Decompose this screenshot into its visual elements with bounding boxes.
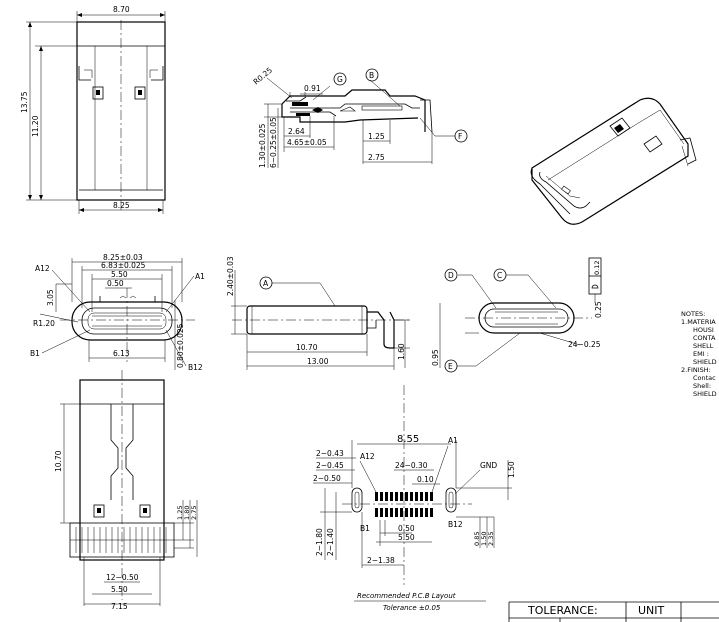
top-view: 8.70 8.25 13.75 11.20 <box>20 5 166 214</box>
dim-pcb-2-180: 2−1.80 <box>315 528 324 556</box>
dim-pcb-235: 2.35 <box>487 532 495 546</box>
callout-f: F <box>458 132 462 141</box>
dim-bottom-180: 1.80 <box>183 506 191 520</box>
dim-pcb-24-030: 24−0.30 <box>395 461 428 470</box>
isometric-view <box>530 97 697 225</box>
notes-line: SHIELD <box>693 390 717 398</box>
callout-a: A <box>263 279 269 288</box>
side-section-view: R0.25 0.91 G B F 1.30±0.025 6−0.25±0.05 … <box>252 65 468 168</box>
label-a1: A1 <box>195 272 205 281</box>
dim-pcb-550: 5.50 <box>398 533 415 542</box>
dim-side2-160: 1.60 <box>397 343 406 360</box>
dim-front-613: 6.13 <box>113 349 130 358</box>
callout-b: B <box>369 71 374 80</box>
notes-line: Contac <box>693 374 716 382</box>
dim-bottom-125: 1.25 <box>176 506 184 520</box>
dim-pcb-085: 0.85 <box>473 532 481 546</box>
dim-pcb-2-045: 2−0.45 <box>316 461 344 470</box>
dim-side-6-025: 6−0.25±0.05 <box>269 117 278 168</box>
dim-side2-240: 2.40±0.03 <box>226 256 235 296</box>
dim-side-091: 0.91 <box>304 84 321 93</box>
label-a12: A12 <box>35 264 50 273</box>
pcb-pads-row-b <box>375 508 433 517</box>
label-b1: B1 <box>30 349 40 358</box>
dim-end-095: 0.95 <box>431 349 440 366</box>
dim-front-825: 8.25±0.03 <box>103 253 143 262</box>
dim-pcb-2-138: 2−1.38 <box>367 556 395 565</box>
dim-side2-1300: 13.00 <box>307 357 329 366</box>
dim-end-24: 24−0.25 <box>568 340 601 349</box>
pcb-layout: 8.55 2−0.43 2−0.45 2−0.50 A12 24−0.30 0.… <box>313 385 516 612</box>
dim-side-125: 1.25 <box>368 132 385 141</box>
dim-pcb-050: 0.50 <box>398 524 415 533</box>
dim-bottom-12-050: 12−0.50 <box>106 573 139 582</box>
dim-side-radius: R0.25 <box>252 65 275 86</box>
dim-pcb-150b: 1.50 <box>480 532 488 546</box>
dim-pcb-855: 8.55 <box>397 434 419 445</box>
dim-pcb-010: 0.10 <box>417 475 434 484</box>
notes-line: SHIELD <box>693 358 717 366</box>
dim-end-025: 0.25 <box>594 301 603 318</box>
dim-body-height: 11.20 <box>31 115 40 137</box>
dim-side-264: 2.64 <box>288 127 305 136</box>
title-unit: UNIT <box>638 604 665 617</box>
dim-side2-1070: 10.70 <box>296 343 318 352</box>
label-pcb-a12: A12 <box>360 452 375 461</box>
dim-pcb-2-140: 2−1.40 <box>326 528 335 556</box>
dim-bottom-550: 5.50 <box>111 585 128 594</box>
notes-line: EMI : <box>693 350 709 358</box>
dim-front-080: 0.80±0.025 <box>176 323 185 368</box>
notes-line: CONTA <box>693 334 716 342</box>
title-block: TOLERANCE: UNIT <box>508 601 719 622</box>
notes-block: NOTES: 1.MATERIA HOUSI CONTA SHELL EMI :… <box>681 310 717 398</box>
dim-bottom-width: 8.25 <box>113 201 130 210</box>
dim-pcb-2-043: 2−0.43 <box>316 449 344 458</box>
notes-line: Shell: <box>693 382 711 390</box>
label-pcb-b12: B12 <box>448 520 463 529</box>
dim-front-r120: R1.20 <box>33 319 55 328</box>
end-view: D C E 0.95 24−0.25 0.12 0.25 <box>431 257 603 373</box>
dim-front-305: 3.05 <box>46 289 55 306</box>
callout-e: E <box>448 362 453 371</box>
dim-bottom-275: 2.75 <box>190 506 198 520</box>
dim-end-012: 0.12 <box>593 261 601 275</box>
dim-side-275: 2.75 <box>368 153 385 162</box>
title-tolerance: TOLERANCE: <box>527 604 598 617</box>
label-pcb-a1: A1 <box>448 436 458 445</box>
dim-front-050: 0.50 <box>107 279 124 288</box>
bottom-view: 10.70 1.25 1.80 2.75 12−0.50 5.50 7.15 <box>54 370 198 611</box>
dim-pcb-150: 1.50 <box>507 461 516 478</box>
notes-line: 1.MATERIA <box>681 318 716 326</box>
dim-bottom-715: 7.15 <box>111 602 128 611</box>
dim-front-550: 5.50 <box>111 270 128 279</box>
label-gnd: GND <box>480 461 497 470</box>
callout-c: C <box>497 271 502 280</box>
label-pcb-b1: B1 <box>360 524 370 533</box>
dim-side-130: 1.30±0.025 <box>258 123 267 168</box>
front-view: 8.25±0.03 6.83±0.025 5.50 0.50 3.05 R1.2… <box>30 253 205 372</box>
notes-line: HOUSI <box>693 326 714 334</box>
notes-line: 2.FINISH: <box>681 366 711 374</box>
dim-pcb-2-050: 2−0.50 <box>313 474 341 483</box>
pcb-pads-row-a <box>375 492 433 501</box>
end-contacts <box>495 311 558 325</box>
dim-bottom-1070: 10.70 <box>54 450 63 472</box>
dim-side-465: 4.65±0.05 <box>287 138 327 147</box>
dim-front-683: 6.83±0.025 <box>101 261 146 270</box>
callout-g: G <box>337 75 343 84</box>
callout-d: D <box>448 271 454 280</box>
bottom-contact-feet <box>70 527 174 553</box>
side-view-2: A 2.40±0.03 10.70 13.00 1.60 <box>226 256 410 370</box>
label-b12: B12 <box>188 363 203 372</box>
notes-line: SHELL <box>693 342 714 350</box>
dim-overall-height: 13.75 <box>20 91 29 113</box>
notes-title: NOTES: <box>681 310 705 318</box>
pcb-tolerance: Tolerance ±0.05 <box>383 604 441 612</box>
pcb-caption: Recommended P.C.B Layout <box>357 592 456 600</box>
dim-top-width: 8.70 <box>113 5 130 14</box>
